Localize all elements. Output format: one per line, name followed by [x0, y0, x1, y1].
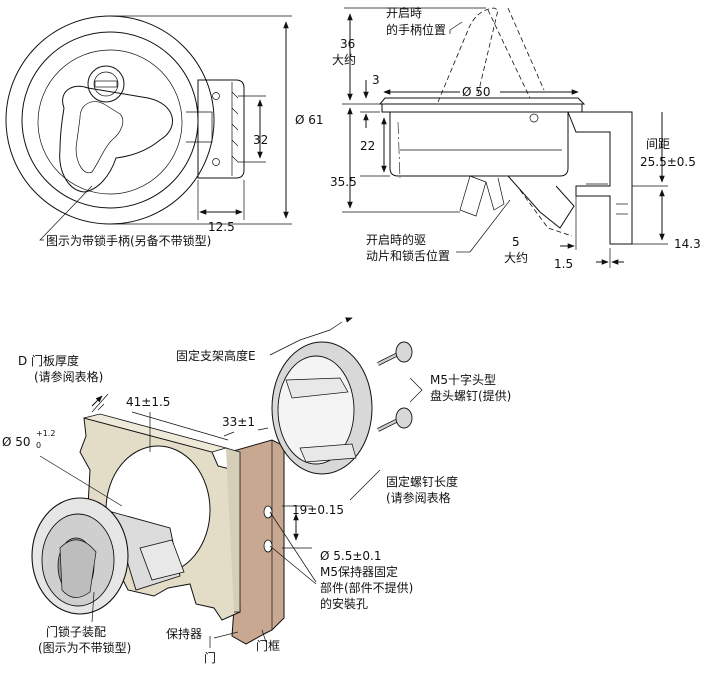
latch-assembly: [31, 497, 185, 615]
dim-5-approx: 大约: [504, 250, 528, 265]
retainer-label: 保持器: [166, 626, 202, 641]
door-thickness-label-1: D 门板厚度: [18, 353, 79, 368]
dim-22: 22: [360, 139, 375, 153]
latch-label-2: (图示为不带锁型): [38, 640, 131, 655]
screw-length-label-2: (请参阅表格: [386, 490, 451, 505]
hole-tol-minus: 0: [36, 441, 41, 450]
door-thickness-label-2: (请参阅表格): [34, 369, 103, 384]
dim-36-approx: 大约: [332, 52, 356, 67]
handle-outline: [59, 85, 173, 193]
mounting-bracket: [567, 111, 633, 245]
keyway: [94, 80, 118, 88]
dim-1-5: 1.5: [554, 257, 573, 271]
hole-diameter: Ø 50: [2, 435, 31, 449]
screw-top: [377, 341, 413, 366]
dim-36: 36: [340, 37, 355, 51]
retainer-ring: [271, 341, 373, 475]
side-plate: [197, 79, 245, 179]
dim-35-5: 35.5: [330, 175, 357, 189]
screw-label-1: M5十字头型: [430, 372, 496, 387]
frame-label: 门框: [256, 638, 280, 653]
handle-open-position: [437, 7, 499, 103]
body-top: [381, 103, 583, 113]
driver-label-1: 开启時的驱: [366, 232, 426, 247]
plate-hole-bottom: [212, 158, 220, 166]
dim-41: 41±1.5: [126, 395, 170, 409]
frame-hole-bottom: [263, 539, 273, 553]
cup-ring: [37, 49, 183, 195]
dim-5: 5: [512, 235, 520, 249]
latch-tongue: [507, 175, 575, 229]
driver-label-2: 动片和锁舌位置: [366, 248, 450, 263]
dim-height-32: 32: [253, 133, 268, 147]
front-view-note: 图示为带锁手柄(另备不带锁型): [46, 233, 211, 248]
latch-label-1: 门锁子装配: [46, 624, 106, 639]
lock-cylinder-inner: [93, 71, 119, 97]
spacing-label: 间距: [646, 137, 670, 151]
screw-label-2: 盘头螺钉(提供): [430, 388, 511, 403]
mount-hole-label-2: M5保持器固定: [320, 564, 398, 579]
hole-tol-plus: +1.2: [36, 429, 55, 438]
driver-plate: [459, 175, 487, 217]
screw-length-label-1: 固定螺钉长度: [386, 474, 458, 489]
door-label: 门: [204, 650, 216, 665]
spacing-value: 25.5±0.5: [640, 155, 696, 169]
cup-body: [389, 112, 569, 177]
flange-outer: [5, 15, 215, 225]
dim-diameter-61: Ø 61: [295, 113, 324, 127]
handle-open-label-2: 的手柄位置: [386, 22, 446, 37]
mount-hole-label-4: 的安裝孔: [320, 596, 368, 611]
mount-hole-label-3: 部件(部件不提供): [320, 580, 413, 595]
screw-bottom: [377, 407, 413, 432]
flange-inner: [21, 31, 199, 209]
plate-hole-top: [212, 92, 220, 100]
dim-flange-50: Ø 50: [462, 85, 491, 99]
handle-open-label-1: 开启時: [386, 6, 422, 20]
frame-hole-top: [263, 505, 273, 519]
dim-offset-12-5: 12.5: [208, 220, 235, 234]
bracket-height-label: 固定支架高度E: [176, 348, 256, 363]
handle-grip: [75, 101, 124, 174]
dim-14-3: 14.3: [674, 237, 701, 251]
mount-hole-label-1: Ø 5.5±0.1: [320, 549, 381, 563]
dim-19: 19±0.15: [292, 503, 344, 517]
side-view: 开启時 的手柄位置 36 大约 3 Ø 50 22 35.5 间距 25.5±0…: [330, 6, 701, 271]
exploded-view: D 门板厚度 (请参阅表格) Ø 50 +1.2 0 41±1.5 33±1 固…: [2, 317, 511, 665]
dim-3: 3: [372, 73, 380, 87]
cup-rivet: [529, 113, 539, 123]
front-view: Ø 61 32 12.5 图示为带锁手柄(另备不带锁型): [5, 15, 324, 248]
dim-33: 33±1: [222, 415, 255, 429]
lock-cylinder: [87, 65, 125, 103]
